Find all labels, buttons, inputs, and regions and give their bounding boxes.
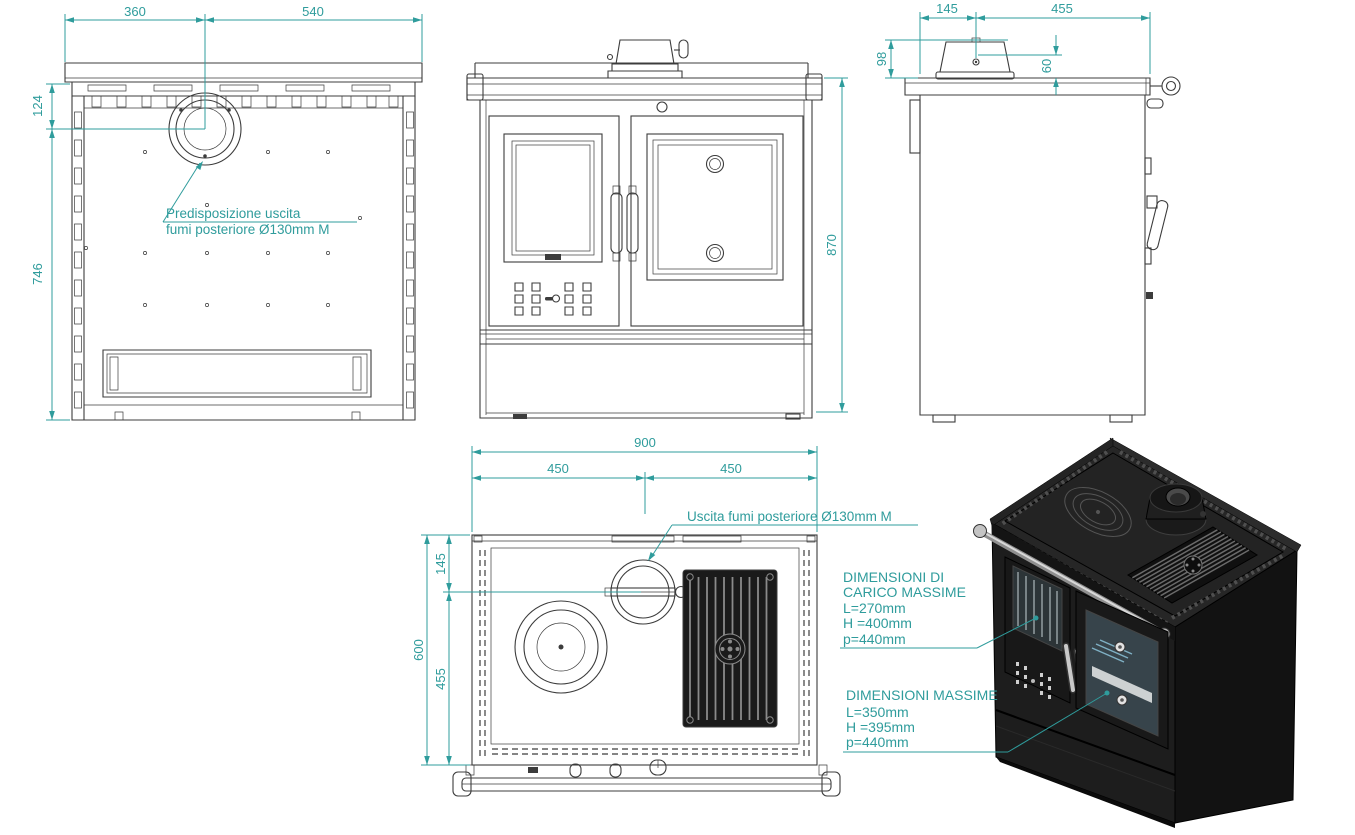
side-rail-end [1150, 76, 1181, 96]
side-foot-front [1109, 414, 1133, 423]
oven-door [630, 115, 804, 327]
top-grill [682, 569, 778, 728]
render-control-buttons [1016, 662, 1051, 699]
oven-vent-upper [705, 154, 725, 174]
loading-max-h: H =400mm [843, 615, 912, 631]
key-lever [545, 297, 553, 301]
top-view: 900 450 450 600 145 455 Uscita fumi post… [411, 435, 918, 797]
side-worktop [904, 77, 1151, 96]
rear-body-outline [71, 96, 416, 421]
rear-bottom-drawer [102, 349, 372, 398]
dim-side-collar-to-top: 60 [1039, 59, 1054, 73]
dim-side-flue-from-back: 145 [936, 1, 958, 16]
stove-3d-render [973, 437, 1302, 828]
annotation-overall-max: DIMENSIONI MASSIME L=350mm H =395mm p=44… [843, 687, 1110, 753]
control-buttons [514, 282, 592, 316]
rear-left-rail [74, 111, 82, 409]
dim-rear-height-lower: 746 [30, 263, 45, 285]
rear-panel-rivets [84, 150, 362, 307]
overall-max-title: DIMENSIONI MASSIME [846, 687, 998, 703]
overall-max-l: L=350mm [846, 704, 909, 720]
front-view: 870 [466, 39, 848, 420]
top-chain-trim [479, 550, 810, 756]
loading-max-title2: CARICO MASSIME [843, 584, 966, 600]
door-handles [610, 185, 639, 262]
render-hotplate [1064, 487, 1132, 537]
firebox-door [488, 115, 620, 327]
top-hotplate [514, 600, 608, 694]
dim-top-flue-from-back: 145 [433, 553, 448, 575]
side-foot-back [932, 414, 956, 423]
dim-top-width-right: 450 [720, 461, 742, 476]
top-flue-note: Uscita fumi posteriore Ø130mm M [648, 509, 918, 561]
render-grill [1127, 526, 1258, 604]
rear-top-plate [64, 62, 423, 83]
front-body-outline [479, 100, 813, 419]
rear-right-rail [406, 111, 414, 409]
dim-top-width-total: 900 [634, 435, 656, 450]
top-dimensions: 900 450 450 600 145 455 [411, 435, 818, 766]
dim-top-depth-total: 600 [411, 639, 426, 661]
dim-front-height: 870 [824, 234, 839, 256]
top-towel-rail [452, 759, 841, 797]
dim-rear-width-right: 540 [302, 4, 324, 19]
rear-dimensions: 360 540 124 746 [30, 4, 423, 421]
loading-max-p: p=440mm [843, 631, 906, 647]
dim-rear-flue-drop: 124 [30, 95, 45, 117]
overall-max-p: p=440mm [846, 734, 909, 750]
render-oven-shelf [1092, 666, 1152, 703]
side-body-outline [919, 95, 1146, 416]
front-flue-collar [606, 39, 689, 79]
side-view: 145 455 98 60 [874, 1, 1181, 423]
dim-side-collar-height: 98 [874, 52, 889, 66]
dim-top-flue-to-front: 455 [433, 668, 448, 690]
loading-max-l: L=270mm [843, 600, 906, 616]
front-worktop [466, 73, 823, 101]
side-flue-collar [935, 37, 1015, 80]
front-thermometer [656, 101, 668, 113]
front-foot-right [785, 413, 801, 420]
dim-rear-width-left: 360 [124, 4, 146, 19]
render-oven-door [1075, 590, 1169, 750]
rear-note-line1: Predisposizione uscita [166, 206, 301, 221]
oven-vent-lower [705, 243, 725, 263]
top-note: Uscita fumi posteriore Ø130mm M [687, 509, 892, 524]
dim-side-flue-to-front: 455 [1051, 1, 1073, 16]
overall-max-h: H =395mm [846, 719, 915, 735]
rear-note-line2: fumi posteriore Ø130mm M [166, 222, 330, 237]
rear-view: 360 540 124 746 Predisposizione uscita f… [30, 4, 423, 421]
annotation-loading-max: DIMENSIONI DI CARICO MASSIME L=270mm H =… [840, 569, 1039, 649]
rear-flue-note: Predisposizione uscita fumi posteriore Ø… [162, 161, 357, 237]
side-back-plate [909, 99, 921, 154]
side-door-handle [1146, 195, 1169, 251]
front-foot-left [513, 414, 527, 419]
front-dimensions: 870 [816, 77, 848, 413]
dim-top-width-left: 450 [547, 461, 569, 476]
loading-max-title1: DIMENSIONI DI [843, 569, 944, 585]
top-outline [471, 534, 818, 766]
side-dimensions: 145 455 98 60 [874, 1, 1151, 95]
render-flue-collar [1145, 483, 1207, 536]
